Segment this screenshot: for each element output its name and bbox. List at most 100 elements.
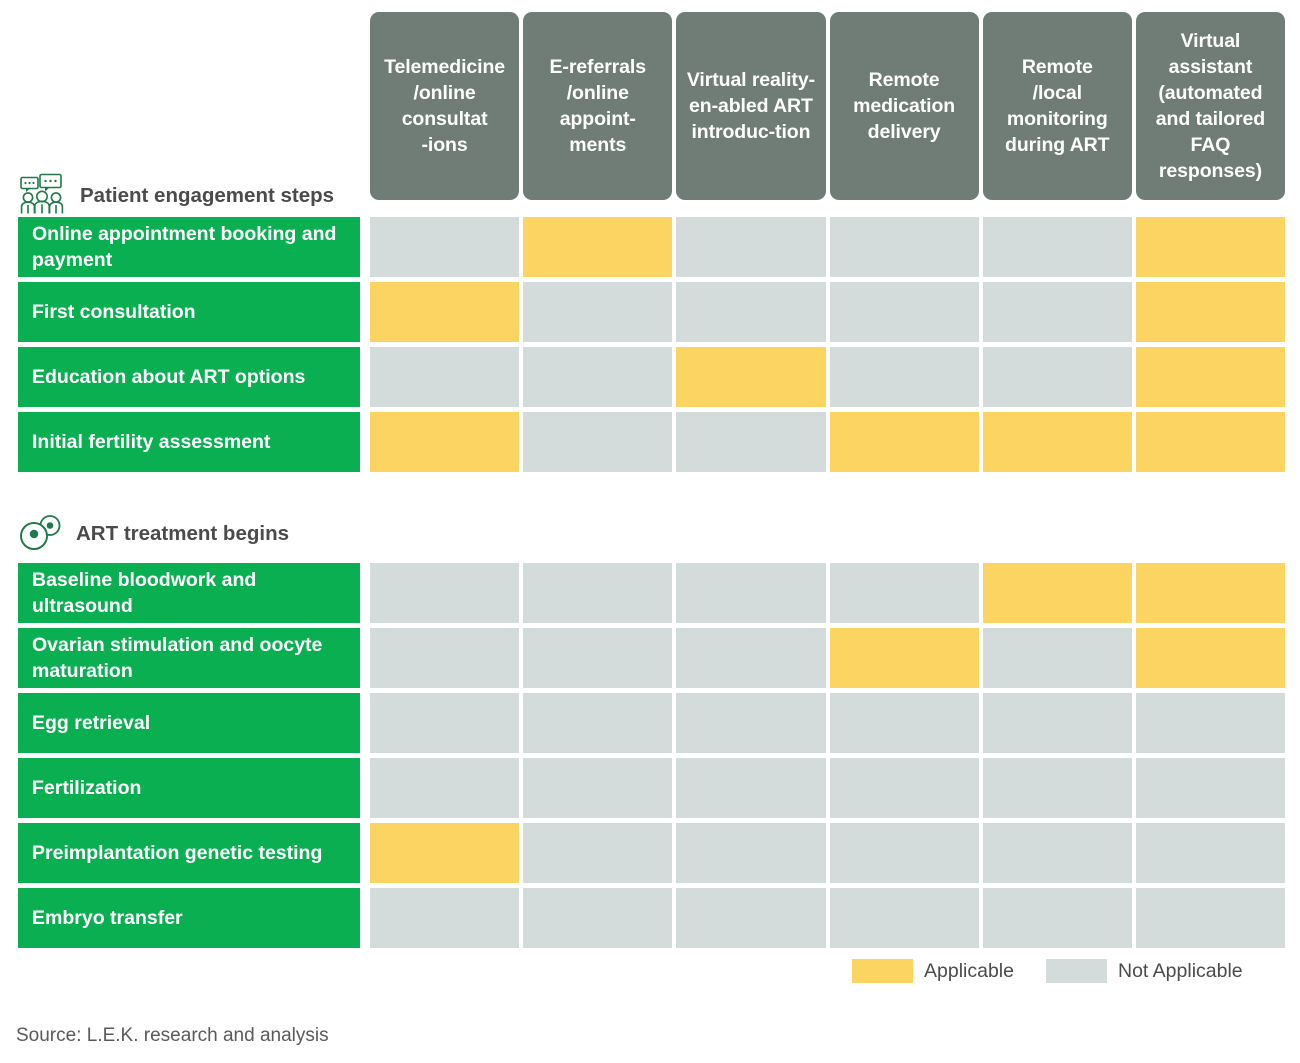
matrix-cell-not-applicable[interactable] (523, 412, 673, 472)
row-cells (370, 888, 1286, 948)
matrix-cell-not-applicable[interactable] (982, 282, 1132, 342)
matrix-cell-not-applicable[interactable] (676, 563, 826, 623)
matrix-cell-not-applicable[interactable] (676, 823, 826, 883)
legend-label: Not Applicable (1117, 959, 1243, 982)
matrix-cell-not-applicable[interactable] (370, 347, 520, 407)
matrix-cell-not-applicable[interactable] (523, 888, 673, 948)
section-heading-label: Patient engagement steps (80, 184, 335, 207)
legend-swatch (852, 959, 913, 983)
matrix-cell-applicable[interactable] (370, 823, 520, 883)
matrix-cell-not-applicable[interactable] (676, 888, 826, 948)
matrix-cell-not-applicable[interactable] (982, 693, 1132, 753)
matrix-cell-not-applicable[interactable] (676, 217, 826, 277)
matrix-cell-not-applicable[interactable] (982, 217, 1132, 277)
matrix-row: Baseline bloodwork and ultrasound (18, 563, 1286, 623)
section-heading-art-treatment: ART treatment begins (18, 513, 289, 555)
matrix-cell-not-applicable[interactable] (523, 563, 673, 623)
matrix-row: Ovarian stimulation and oocyte maturatio… (18, 628, 1286, 688)
section-heading-label: ART treatment begins (76, 522, 289, 545)
row-cells (370, 282, 1286, 342)
matrix-cell-not-applicable[interactable] (523, 282, 673, 342)
row-label[interactable]: First consultation (18, 282, 360, 342)
matrix-cell-not-applicable[interactable] (982, 758, 1132, 818)
section-heading-patient-engagement: Patient engagement steps (18, 173, 335, 220)
matrix-cell-not-applicable[interactable] (982, 628, 1132, 688)
matrix-cell-not-applicable[interactable] (676, 693, 826, 753)
matrix-cell-applicable[interactable] (1135, 347, 1286, 407)
matrix-cell-not-applicable[interactable] (523, 347, 673, 407)
legend: Applicable Not Applicable (852, 959, 1263, 983)
matrix-cell-not-applicable[interactable] (523, 628, 673, 688)
matrix-cell-applicable[interactable] (982, 412, 1132, 472)
matrix-cell-not-applicable[interactable] (1135, 888, 1286, 948)
matrix-cell-not-applicable[interactable] (829, 823, 979, 883)
matrix-cell-not-applicable[interactable] (370, 217, 520, 277)
people-with-speech-bubbles-icon (18, 173, 70, 220)
matrix-cell-applicable[interactable] (370, 282, 520, 342)
matrix-row: First consultation (18, 282, 1286, 342)
row-label[interactable]: Ovarian stimulation and oocyte maturatio… (18, 628, 360, 688)
matrix-cell-applicable[interactable] (1135, 282, 1286, 342)
matrix-row: Education about ART options (18, 347, 1286, 407)
matrix-cell-not-applicable[interactable] (829, 347, 979, 407)
matrix-cell-applicable[interactable] (676, 347, 826, 407)
matrix-cell-not-applicable[interactable] (370, 628, 520, 688)
matrix-cell-not-applicable[interactable] (370, 758, 520, 818)
legend-item: Not Applicable (1045, 959, 1243, 983)
matrix-cell-not-applicable[interactable] (1135, 758, 1286, 818)
matrix-cell-not-applicable[interactable] (1135, 693, 1286, 753)
matrix-cell-applicable[interactable] (1135, 628, 1286, 688)
matrix-cell-applicable[interactable] (1135, 412, 1286, 472)
matrix-row: Egg retrieval (18, 693, 1286, 753)
row-label[interactable]: Baseline bloodwork and ultrasound (18, 563, 360, 623)
matrix-row: Preimplantation genetic testing (18, 823, 1286, 883)
column-header-virtual-assistant-automated-tailored-faq: Virtual assistant (automated and tailore… (1135, 12, 1286, 200)
matrix-cell-not-applicable[interactable] (1135, 823, 1286, 883)
source-note: Source: L.E.K. research and analysis (16, 1025, 329, 1046)
matrix-cell-not-applicable[interactable] (370, 563, 520, 623)
row-label[interactable]: Initial fertility assessment (18, 412, 360, 472)
matrix-cell-not-applicable[interactable] (523, 823, 673, 883)
matrix-cell-not-applicable[interactable] (982, 823, 1132, 883)
row-label[interactable]: Online appointment booking and payment (18, 217, 360, 277)
matrix-cell-not-applicable[interactable] (676, 282, 826, 342)
matrix-cell-applicable[interactable] (523, 217, 673, 277)
matrix-cell-not-applicable[interactable] (676, 758, 826, 818)
row-label[interactable]: Embryo transfer (18, 888, 360, 948)
row-label[interactable]: Education about ART options (18, 347, 360, 407)
matrix-cell-not-applicable[interactable] (982, 347, 1132, 407)
matrix-cell-not-applicable[interactable] (370, 693, 520, 753)
matrix-cell-not-applicable[interactable] (523, 693, 673, 753)
matrix-cell-not-applicable[interactable] (676, 628, 826, 688)
matrix-row: Fertilization (18, 758, 1286, 818)
row-label[interactable]: Preimplantation genetic testing (18, 823, 360, 883)
column-header-virtual-reality-enabled-art-introduction: Virtual reality-en-abled ART introduc-ti… (676, 12, 826, 200)
matrix-cell-applicable[interactable] (1135, 217, 1286, 277)
matrix-cell-applicable[interactable] (829, 628, 979, 688)
matrix-cell-not-applicable[interactable] (829, 217, 979, 277)
row-label[interactable]: Egg retrieval (18, 693, 360, 753)
two-oocyte-cells-icon (18, 513, 66, 556)
matrix-cell-not-applicable[interactable] (982, 888, 1132, 948)
matrix-cell-applicable[interactable] (982, 563, 1132, 623)
matrix-cell-not-applicable[interactable] (676, 412, 826, 472)
row-label[interactable]: Fertilization (18, 758, 360, 818)
matrix-cell-not-applicable[interactable] (829, 758, 979, 818)
matrix-row: Online appointment booking and payment (18, 217, 1286, 277)
matrix-cell-not-applicable[interactable] (829, 888, 979, 948)
column-header-remote-local-monitoring-during-art: Remote/local monitoring during ART (982, 12, 1132, 200)
matrix-cell-not-applicable[interactable] (370, 888, 520, 948)
matrix-cell-applicable[interactable] (1135, 563, 1286, 623)
legend-item: Applicable (852, 959, 1014, 983)
matrix-cell-not-applicable[interactable] (829, 693, 979, 753)
matrix-cell-applicable[interactable] (829, 412, 979, 472)
row-cells (370, 693, 1286, 753)
matrix-cell-not-applicable[interactable] (829, 563, 979, 623)
column-header-remote-medication-delivery: Remote medication delivery (829, 12, 979, 200)
legend-label: Applicable (924, 959, 1014, 982)
matrix-cell-not-applicable[interactable] (523, 758, 673, 818)
matrix-cell-not-applicable[interactable] (829, 282, 979, 342)
matrix-cell-applicable[interactable] (370, 412, 520, 472)
